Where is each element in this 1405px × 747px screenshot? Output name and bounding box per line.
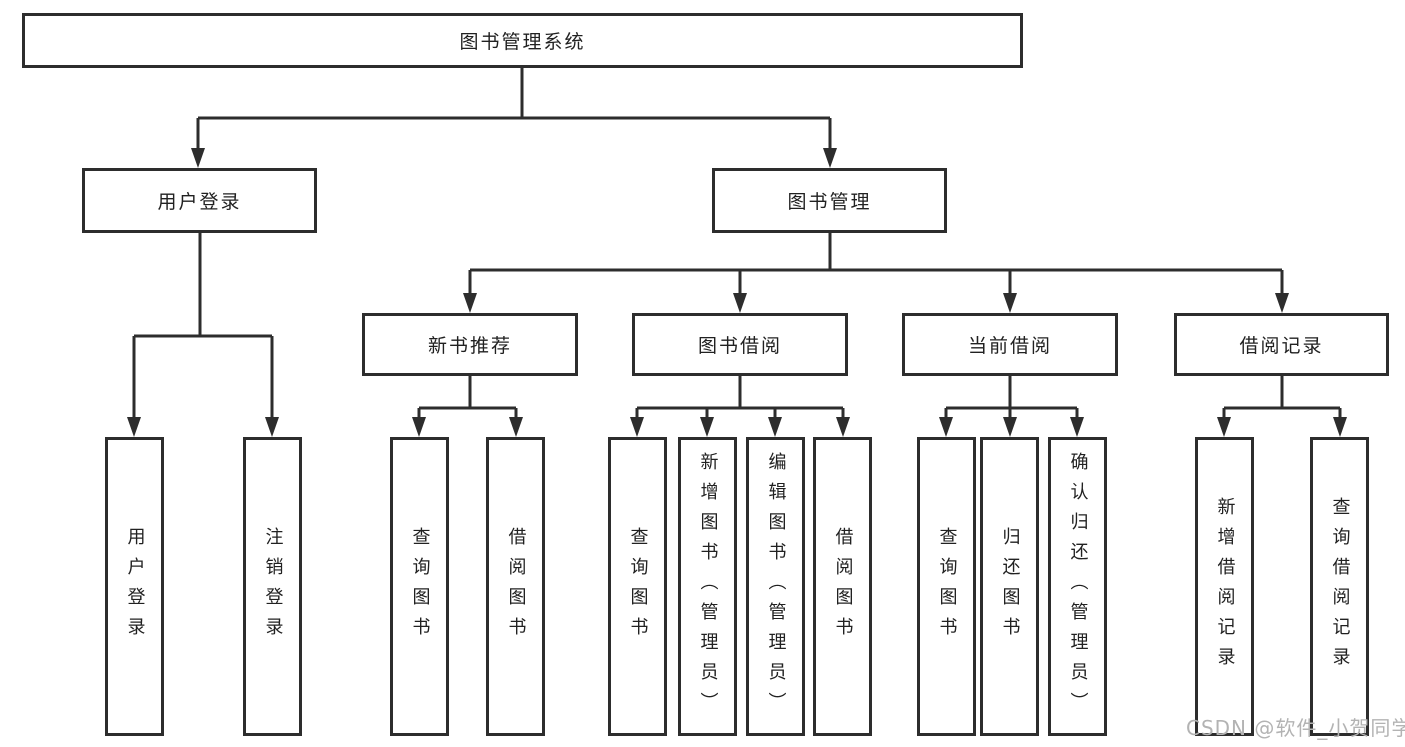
arrow-down-icon bbox=[1070, 417, 1084, 437]
node-current-borrowing-label: 当前借阅 bbox=[967, 335, 1052, 357]
leaf-query-books-3: 查询图书 bbox=[917, 437, 976, 736]
leaf-user-login: 用户登录 bbox=[105, 437, 164, 736]
arrow-down-icon bbox=[1003, 293, 1017, 313]
leaf-query-books-3-label: 查询图书 bbox=[936, 526, 958, 647]
node-book-management: 图书管理 bbox=[712, 168, 947, 233]
connector-borrowing-records-to-leaves bbox=[1217, 376, 1347, 437]
arrow-down-icon bbox=[1003, 417, 1017, 437]
node-new-book-recommend-label: 新书推荐 bbox=[427, 335, 512, 357]
connector-current-borrowing-to-leaves bbox=[939, 376, 1084, 437]
arrow-down-icon bbox=[127, 417, 141, 437]
leaf-query-books-2-label: 查询图书 bbox=[627, 526, 649, 647]
arrow-down-icon bbox=[412, 417, 426, 437]
node-root: 图书管理系统 bbox=[22, 13, 1023, 68]
node-book-borrowing-label: 图书借阅 bbox=[697, 335, 782, 357]
leaf-edit-books-admin: 编辑图书（管理员） bbox=[746, 437, 805, 736]
leaf-confirm-return-admin-label: 确认归还（管理员） bbox=[1067, 451, 1089, 722]
connector-book-management-to-level3 bbox=[463, 233, 1289, 313]
arrow-down-icon bbox=[1333, 417, 1347, 437]
leaf-add-books-admin: 新增图书（管理员） bbox=[678, 437, 737, 736]
leaf-borrow-books-1-label: 借阅图书 bbox=[505, 526, 527, 647]
arrow-down-icon bbox=[191, 148, 205, 168]
leaf-logout-login-label: 注销登录 bbox=[262, 526, 284, 647]
leaf-query-borrow-record-label: 查询借阅记录 bbox=[1329, 496, 1351, 677]
connector-root-to-level2 bbox=[191, 68, 837, 168]
connector-new-book-recommend-to-leaves bbox=[412, 376, 523, 437]
arrow-down-icon bbox=[1217, 417, 1231, 437]
connector-user-login-to-leaves bbox=[127, 233, 279, 437]
leaf-query-books-1: 查询图书 bbox=[390, 437, 449, 736]
leaf-add-books-admin-label: 新增图书（管理员） bbox=[697, 451, 719, 722]
arrow-down-icon bbox=[700, 417, 714, 437]
leaf-return-books: 归还图书 bbox=[980, 437, 1039, 736]
leaf-add-borrow-record-label: 新增借阅记录 bbox=[1214, 496, 1236, 677]
node-user-login-label: 用户登录 bbox=[157, 191, 242, 213]
arrow-down-icon bbox=[509, 417, 523, 437]
leaf-confirm-return-admin: 确认归还（管理员） bbox=[1048, 437, 1107, 736]
leaf-query-borrow-record: 查询借阅记录 bbox=[1310, 437, 1369, 736]
arrow-down-icon bbox=[1275, 293, 1289, 313]
leaf-borrow-books-2-label: 借阅图书 bbox=[832, 526, 854, 647]
leaf-query-books-2: 查询图书 bbox=[608, 437, 667, 736]
node-user-login: 用户登录 bbox=[82, 168, 317, 233]
leaf-borrow-books-1: 借阅图书 bbox=[486, 437, 545, 736]
connector-book-borrowing-to-leaves bbox=[630, 376, 850, 437]
arrow-down-icon bbox=[768, 417, 782, 437]
arrow-down-icon bbox=[836, 417, 850, 437]
arrow-down-icon bbox=[463, 293, 477, 313]
arrow-down-icon bbox=[733, 293, 747, 313]
node-current-borrowing: 当前借阅 bbox=[902, 313, 1118, 376]
leaf-borrow-books-2: 借阅图书 bbox=[813, 437, 872, 736]
arrow-down-icon bbox=[823, 148, 837, 168]
node-borrowing-records-label: 借阅记录 bbox=[1239, 335, 1324, 357]
leaf-user-login-label: 用户登录 bbox=[124, 526, 146, 647]
node-borrowing-records: 借阅记录 bbox=[1174, 313, 1389, 376]
arrow-down-icon bbox=[265, 417, 279, 437]
leaf-query-books-1-label: 查询图书 bbox=[409, 526, 431, 647]
leaf-add-borrow-record: 新增借阅记录 bbox=[1195, 437, 1254, 736]
leaf-return-books-label: 归还图书 bbox=[999, 526, 1021, 647]
arrow-down-icon bbox=[939, 417, 953, 437]
leaf-logout-login: 注销登录 bbox=[243, 437, 302, 736]
node-new-book-recommend: 新书推荐 bbox=[362, 313, 578, 376]
node-book-borrowing: 图书借阅 bbox=[632, 313, 848, 376]
node-book-management-label: 图书管理 bbox=[787, 191, 872, 213]
arrow-down-icon bbox=[630, 417, 644, 437]
node-root-label: 图书管理系统 bbox=[459, 31, 586, 53]
leaf-edit-books-admin-label: 编辑图书（管理员） bbox=[765, 451, 787, 722]
csdn-watermark: CSDN @软件_小贺同学 bbox=[1186, 716, 1405, 740]
